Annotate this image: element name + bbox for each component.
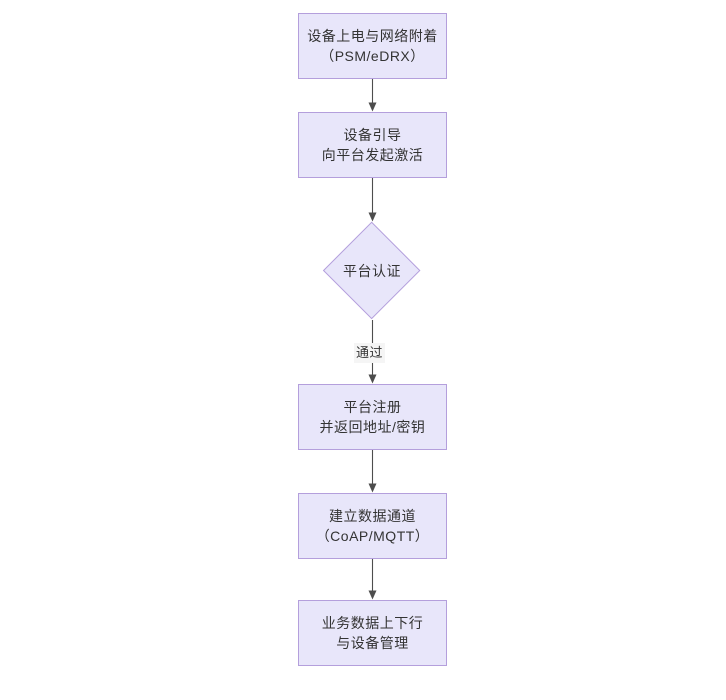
flow-node-device-power-on[interactable]: 设备上电与网络附着 （PSM/eDRX） [298,13,447,79]
flow-node-business-data-and-device-management[interactable]: 业务数据上下行 与设备管理 [298,600,447,666]
flow-node-establish-data-channel-line2: （CoAP/MQTT） [315,528,430,544]
flow-node-business-data-and-device-management-line2: 与设备管理 [336,635,409,651]
flow-node-platform-register-line1: 平台注册 [343,399,402,415]
flow-node-establish-data-channel-line1: 建立数据通道 [329,508,416,524]
flow-node-device-bootstrap-line1: 设备引导 [343,127,402,143]
flow-node-establish-data-channel[interactable]: 建立数据通道 （CoAP/MQTT） [298,493,447,559]
flow-node-platform-auth-decision[interactable]: 平台认证 [323,222,422,321]
flow-node-device-power-on-line2: （PSM/eDRX） [320,48,425,64]
flow-node-device-power-on-line1: 设备上电与网络附着 [307,28,438,44]
flow-node-device-bootstrap-line2: 向平台发起激活 [321,147,424,163]
flow-node-platform-register-line2: 并返回地址/密钥 [319,419,426,435]
flow-node-platform-register[interactable]: 平台注册 并返回地址/密钥 [298,384,447,450]
flow-node-platform-auth-decision-label: 平台认证 [343,263,401,279]
flow-node-device-bootstrap[interactable]: 设备引导 向平台发起激活 [298,112,447,178]
edge-label-auth-pass: 通过 [354,343,386,363]
flow-node-business-data-and-device-management-line1: 业务数据上下行 [321,615,424,631]
